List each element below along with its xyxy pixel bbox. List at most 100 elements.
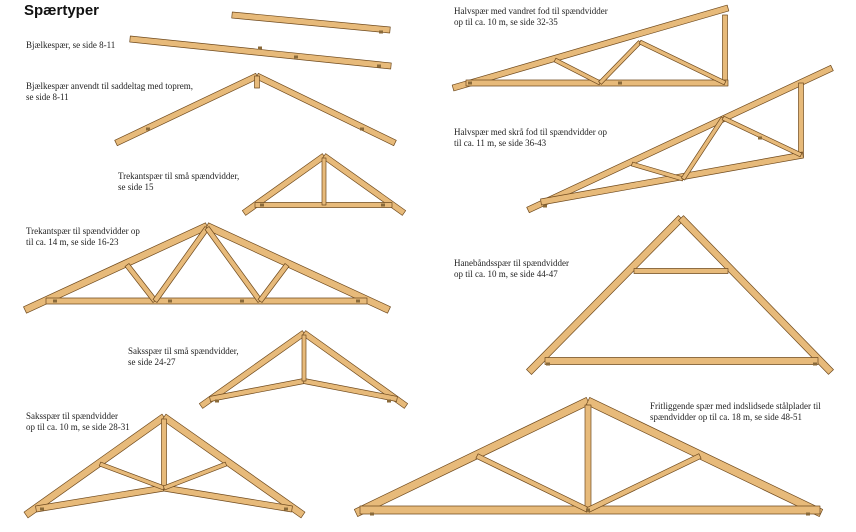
king-post: [301, 334, 307, 382]
nail-plate: [387, 399, 391, 403]
nail-plate: [758, 136, 762, 140]
top-chord: [161, 413, 306, 519]
halvspaer-vandret-drawing: [451, 4, 730, 92]
top-chord: [205, 222, 391, 314]
nail-plate: [377, 64, 381, 68]
trekantspaer-sma-drawing: [241, 153, 407, 216]
top-chord: [241, 153, 327, 216]
page-title: Spærtyper: [24, 2, 100, 19]
bottom-chord: [45, 297, 368, 305]
fritliggende-spaer-drawing: [353, 397, 824, 517]
halvspaer-skraa-label: Halvspær med skrå fod til spændvidder op…: [454, 127, 607, 149]
beam: [129, 35, 392, 70]
nail-plate: [53, 299, 57, 303]
top-chord: [23, 222, 209, 314]
nail-plate: [215, 399, 219, 403]
web: [680, 116, 726, 181]
nail-plate: [813, 362, 817, 366]
nail-plate: [546, 362, 550, 366]
nail-plate: [586, 508, 590, 512]
label-line: Halvspær med vandret fod til spændvidder: [454, 6, 608, 16]
web: [98, 461, 166, 491]
rafter: [678, 215, 834, 375]
label-line: se side 8-11: [26, 92, 69, 102]
beam: [231, 11, 391, 34]
nail-plate: [146, 127, 150, 131]
label-line: til ca. 14 m, se side 16-23: [26, 237, 119, 247]
king-post: [321, 157, 327, 206]
top-chord: [585, 397, 824, 517]
nail-plate: [260, 203, 264, 207]
label-line: Hanebåndsspær til spændvidder: [454, 258, 569, 268]
web: [152, 226, 210, 303]
label-line: Trekantspær til små spændvidder,: [118, 171, 240, 181]
halvspaer-vandret-label: Halvspær med vandret fod til spændvidder…: [454, 6, 608, 28]
top-chord: [301, 330, 409, 409]
fritliggende-spaer-label: Fritliggende spær med indslidsede stålpl…: [650, 401, 821, 423]
hanebaandsspaer-drawing: [526, 215, 834, 375]
king-post: [161, 418, 167, 489]
tie-beam: [544, 357, 819, 365]
top-chord: [23, 413, 167, 519]
nail-plate: [240, 299, 244, 303]
bjaelkespaer-drawing: [129, 11, 392, 70]
nail-plate: [543, 204, 547, 208]
bjaelkespaer-saddeltag-drawing: [114, 72, 397, 147]
top-chord: [526, 64, 834, 214]
nail-plate: [40, 507, 44, 511]
bjaelkespaer-label: Bjælkespær, se side 8-11: [26, 40, 115, 51]
top-chord: [321, 153, 407, 216]
nail-plate: [618, 81, 622, 85]
sloped-bottom-chord: [540, 151, 804, 206]
top-chord: [451, 4, 730, 92]
post: [722, 14, 728, 84]
nail-plate: [294, 55, 298, 59]
label-line: spændvidder op til ca. 18 m, se side 48-…: [650, 412, 802, 422]
web: [638, 39, 727, 86]
nail-plate: [468, 81, 472, 85]
label-line: op til ca. 10 m, se side 32-35: [454, 17, 558, 27]
web: [598, 40, 642, 85]
nail-plate: [356, 299, 360, 303]
sakspaer-sma-label: Saksspær til små spændvidder,se side 24-…: [128, 346, 239, 368]
bjaelkespaer-saddeltag-label: Bjælkespær anvendt til saddeltag med top…: [26, 81, 193, 103]
label-line: op til ca. 10 m, se side 44-47: [454, 269, 558, 279]
nail-plate: [379, 30, 383, 34]
trekantspaer-sma-label: Trekantspær til små spændvidder,se side …: [118, 171, 239, 193]
rafter: [255, 72, 397, 147]
nail-plate: [381, 203, 385, 207]
nail-plate: [284, 507, 288, 511]
top-chord: [198, 330, 307, 409]
nail-plate: [806, 512, 810, 516]
label-line: Saksspær til spændvidder: [26, 411, 119, 421]
ridge-plate: [254, 75, 260, 89]
nail-plate: [360, 127, 364, 131]
web: [586, 453, 702, 513]
label-line: Trekantspær til spændvidder op: [26, 226, 140, 236]
nail-plate: [370, 512, 374, 516]
nail-plate: [168, 299, 172, 303]
halvspaer-skraa-drawing: [526, 64, 834, 214]
sakspaer-drawing: [23, 413, 306, 519]
label-line: Bjælkespær, se side 8-11: [26, 40, 116, 50]
label-line: se side 24-27: [128, 357, 176, 367]
web: [257, 263, 290, 303]
rafter: [526, 215, 684, 375]
label-line: Halvspær med skrå fod til spændvidder op: [454, 127, 607, 137]
king-post: [584, 404, 592, 511]
label-line: Bjælkespær anvendt til saddeltag med top…: [26, 81, 193, 91]
trekantspaer-drawing: [23, 222, 391, 314]
web: [124, 263, 158, 303]
web: [162, 461, 228, 491]
collar-tie: [633, 268, 729, 274]
top-chord: [353, 397, 591, 517]
web: [475, 453, 590, 513]
label-line: Fritliggende spær med indslidsede stålpl…: [650, 401, 821, 411]
sakspaer-sma-drawing: [198, 330, 409, 409]
label-line: til ca. 11 m, se side 36-43: [454, 138, 547, 148]
post: [798, 82, 804, 158]
